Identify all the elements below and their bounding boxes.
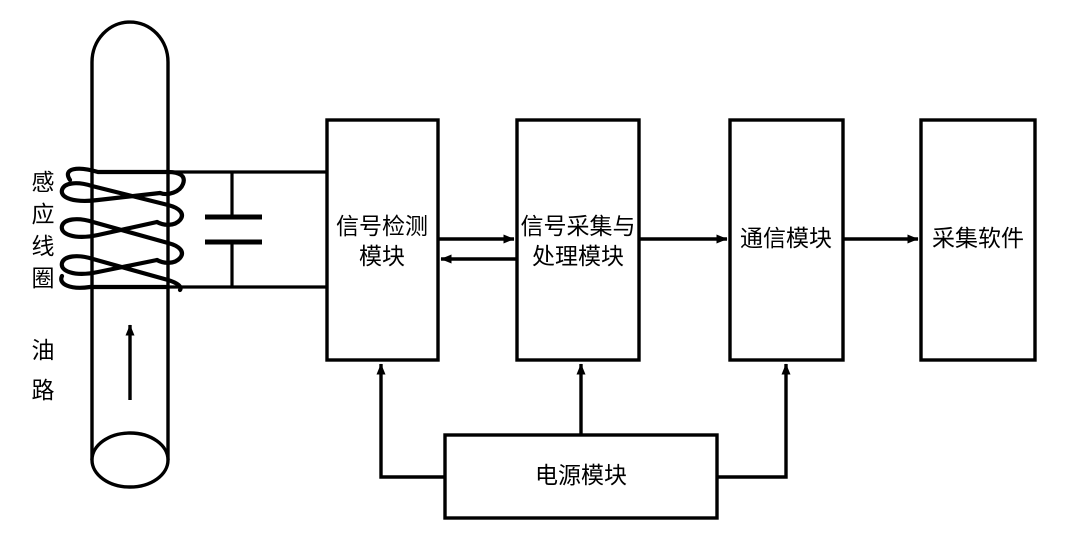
induction-coil-group xyxy=(59,166,186,293)
block-signal-detection-rect[interactable] xyxy=(325,118,440,362)
block-communication[interactable]: 通信模块 xyxy=(728,118,845,362)
coil-lead-bottom xyxy=(59,273,171,290)
oil-pipe-body xyxy=(90,20,170,460)
oil-passage-label-char-2: 路 xyxy=(32,378,55,404)
block-signal-detection[interactable]: 信号检测 模块 xyxy=(325,118,440,362)
induction-coil-label-char-4: 圈 xyxy=(32,266,55,292)
block-communication-label: 通信模块 xyxy=(740,226,832,252)
block-acquisition-software-label: 采集软件 xyxy=(932,226,1024,252)
oil-pipe-bottom-ellipse xyxy=(90,431,170,489)
induction-coil-label-char-2: 应 xyxy=(32,202,55,228)
block-acquisition-software-rect[interactable] xyxy=(919,118,1037,362)
induction-coil-label: 感 应 线 圈 xyxy=(32,170,55,292)
arrow-power-to-detection xyxy=(376,363,445,479)
arrow-power-to-communication xyxy=(717,363,791,479)
block-signal-acquisition-processing[interactable]: 信号采集与 处理模块 xyxy=(515,118,641,362)
block-power-supply[interactable]: 电源模块 xyxy=(443,433,719,520)
detector-circuit-group xyxy=(168,170,327,289)
coil-turn-1 xyxy=(65,166,186,197)
block-signal-detection-label-line2: 模块 xyxy=(359,244,405,270)
oil-passage-label-char-1: 油 xyxy=(32,338,55,364)
block-signal-acquisition-processing-label-line1: 信号采集与 xyxy=(521,214,636,240)
oil-pipe-group xyxy=(90,20,170,489)
oil-passage-label: 油 路 xyxy=(32,338,55,404)
block-signal-acquisition-processing-label-line2: 处理模块 xyxy=(532,244,624,270)
block-power-supply-rect[interactable] xyxy=(443,433,719,520)
coil-turn-2 xyxy=(59,181,184,227)
induction-coil-label-char-1: 感 xyxy=(32,170,55,196)
coil-turn-3 xyxy=(59,217,184,265)
block-power-supply-label: 电源模块 xyxy=(535,463,627,489)
block-signal-detection-label-line1: 信号检测 xyxy=(336,214,428,240)
induction-coil-label-char-3: 线 xyxy=(32,234,55,260)
block-acquisition-software[interactable]: 采集软件 xyxy=(919,118,1037,362)
block-signal-acquisition-processing-rect[interactable] xyxy=(515,118,641,362)
coil-turn-4 xyxy=(59,254,183,293)
